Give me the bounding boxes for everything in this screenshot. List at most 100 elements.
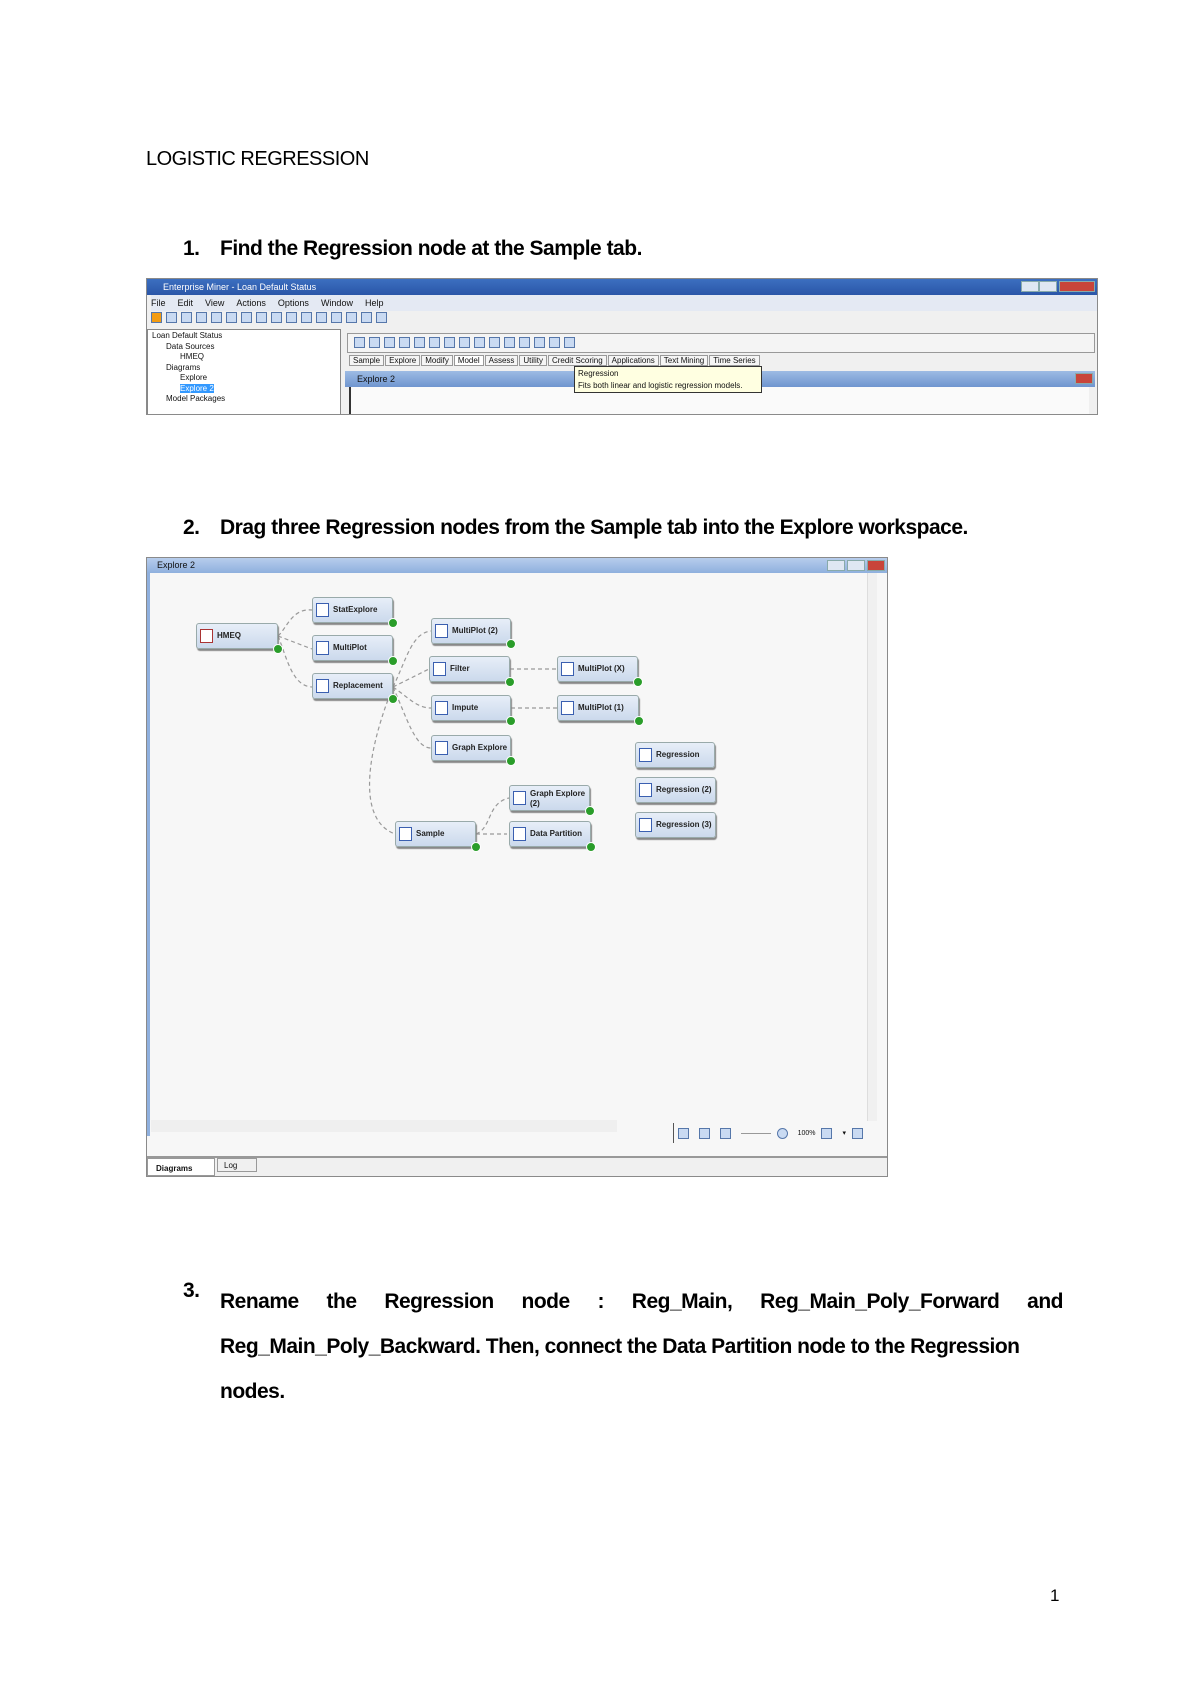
maximize-button[interactable] bbox=[1039, 281, 1057, 292]
node-icon[interactable] bbox=[489, 337, 500, 349]
view-icon[interactable] bbox=[852, 1127, 863, 1139]
toolbar-icon[interactable] bbox=[301, 312, 312, 324]
menu-view[interactable]: View bbox=[205, 298, 225, 308]
tab-model[interactable]: Model bbox=[453, 355, 484, 366]
tab-assess[interactable]: Assess bbox=[484, 355, 519, 366]
node-icon[interactable] bbox=[384, 337, 395, 349]
node-multiplot-2[interactable]: MultiPlot (2) bbox=[431, 618, 516, 649]
node-icon[interactable] bbox=[534, 337, 545, 349]
window-title: Enterprise Miner - Loan Default Status bbox=[163, 282, 317, 292]
node-multiplot[interactable]: MultiPlot bbox=[312, 635, 398, 666]
node-icon[interactable] bbox=[459, 337, 470, 349]
node-filter[interactable]: Filter bbox=[429, 656, 515, 687]
node-data-partition[interactable]: Data Partition bbox=[509, 821, 596, 852]
node-label: MultiPlot bbox=[333, 643, 367, 652]
node-icon[interactable] bbox=[549, 337, 560, 349]
toolbar-icon[interactable] bbox=[286, 312, 297, 324]
horizontal-scrollbar[interactable] bbox=[151, 1120, 617, 1132]
menu-file[interactable]: File bbox=[151, 298, 166, 308]
tree-item[interactable]: Loan Default Status bbox=[152, 331, 223, 340]
pan-icon[interactable] bbox=[698, 1127, 710, 1139]
node-icon[interactable] bbox=[414, 337, 425, 349]
node-label: Replacement bbox=[333, 681, 383, 690]
node-graph-explore-2[interactable]: Graph Explore(2) bbox=[509, 785, 595, 816]
tree-item[interactable]: HMEQ bbox=[180, 352, 204, 361]
toolbar-icon[interactable] bbox=[256, 312, 267, 324]
toolbar-icon[interactable] bbox=[151, 312, 162, 324]
layout-icon[interactable] bbox=[821, 1127, 833, 1139]
node-sample[interactable]: Sample bbox=[395, 821, 481, 852]
tab-sample[interactable]: Sample bbox=[349, 355, 385, 366]
node-replacement[interactable]: Replacement bbox=[312, 673, 398, 704]
menu-help[interactable]: Help bbox=[364, 298, 384, 308]
toolbar-icon[interactable] bbox=[361, 312, 372, 324]
menu-window[interactable]: Window bbox=[320, 298, 353, 308]
zoom-in-icon[interactable] bbox=[776, 1127, 788, 1139]
tab-diagrams[interactable]: Diagrams bbox=[147, 1158, 215, 1176]
tree-item-selected[interactable]: Explore 2 bbox=[152, 383, 336, 395]
tab-credit-scoring[interactable]: Credit Scoring bbox=[547, 355, 607, 366]
toolbar-icon[interactable] bbox=[241, 312, 252, 324]
toolbar-icon[interactable] bbox=[271, 312, 282, 324]
minimize-button[interactable] bbox=[827, 560, 845, 571]
node-icon[interactable] bbox=[519, 337, 530, 349]
toolbar-icon[interactable] bbox=[166, 312, 177, 324]
zoom-out-icon[interactable] bbox=[719, 1127, 731, 1139]
tab-utility[interactable]: Utility bbox=[519, 355, 547, 366]
toolbar-icon[interactable] bbox=[181, 312, 192, 324]
menu-actions[interactable]: Actions bbox=[236, 298, 266, 308]
node-regression-2[interactable]: Regression (2) bbox=[635, 777, 716, 803]
node-icon[interactable] bbox=[444, 337, 455, 349]
close-button[interactable] bbox=[1075, 373, 1093, 384]
tab-modify[interactable]: Modify bbox=[421, 355, 453, 366]
node-icon[interactable] bbox=[354, 337, 365, 349]
tree-item[interactable]: Model Packages bbox=[166, 394, 226, 403]
node-regression-3[interactable]: Regression (3) bbox=[635, 812, 716, 838]
check-icon bbox=[388, 694, 398, 704]
node-multiplot-x[interactable]: MultiPlot (X) bbox=[557, 656, 643, 687]
node-icon[interactable] bbox=[564, 337, 575, 349]
restore-button[interactable] bbox=[847, 560, 865, 571]
menu-edit[interactable]: Edit bbox=[177, 298, 194, 308]
tree-item[interactable]: Diagrams bbox=[166, 362, 201, 372]
dropdown-arrow[interactable]: ▾ bbox=[842, 1130, 846, 1137]
select-icon[interactable] bbox=[677, 1127, 689, 1139]
tree-item[interactable]: Data Sources bbox=[166, 341, 215, 351]
node-label: Graph Explore bbox=[530, 789, 586, 798]
vertical-scrollbar[interactable] bbox=[867, 573, 877, 1121]
tab-text-mining[interactable]: Text Mining bbox=[659, 355, 709, 366]
toolbar-icon[interactable] bbox=[376, 312, 387, 324]
minimize-button[interactable] bbox=[1021, 281, 1039, 292]
tab-explore[interactable]: Explore bbox=[385, 355, 421, 366]
toolbar-icon[interactable] bbox=[346, 312, 357, 324]
node-icon[interactable] bbox=[504, 337, 515, 349]
node-icon[interactable] bbox=[474, 337, 485, 349]
node-hmeq[interactable]: HMEQ bbox=[196, 623, 283, 654]
multiplot-icon bbox=[561, 662, 574, 676]
node-icon[interactable] bbox=[399, 337, 410, 349]
node-multiplot-1[interactable]: MultiPlot (1) bbox=[557, 695, 644, 726]
tab-applications[interactable]: Applications bbox=[607, 355, 659, 366]
close-button[interactable] bbox=[1059, 281, 1095, 292]
tab-label: Diagrams bbox=[156, 1164, 193, 1173]
node-icon[interactable] bbox=[369, 337, 380, 349]
node-label: Graph Explore bbox=[452, 743, 508, 752]
toolbar-icon[interactable] bbox=[331, 312, 342, 324]
zoom-level: 100% bbox=[797, 1129, 816, 1137]
node-regression[interactable]: Regression bbox=[635, 742, 715, 768]
toolbar-icon[interactable] bbox=[316, 312, 327, 324]
close-button[interactable] bbox=[867, 560, 885, 571]
tree-item[interactable]: Explore bbox=[180, 373, 208, 382]
zoom-slider[interactable] bbox=[740, 1132, 771, 1134]
toolbar-icon[interactable] bbox=[226, 312, 237, 324]
node-icon[interactable] bbox=[429, 337, 440, 349]
tab-log[interactable]: Log bbox=[217, 1158, 257, 1172]
toolbar-icon[interactable] bbox=[211, 312, 222, 324]
tab-time-series[interactable]: Time Series bbox=[709, 355, 760, 366]
menu-options[interactable]: Options bbox=[277, 298, 309, 308]
delete-icon[interactable] bbox=[196, 312, 207, 324]
node-graph-explore[interactable]: Graph Explore bbox=[431, 735, 516, 766]
node-impute[interactable]: Impute bbox=[431, 695, 516, 726]
node-statexplore[interactable]: StatExplore bbox=[312, 597, 398, 628]
